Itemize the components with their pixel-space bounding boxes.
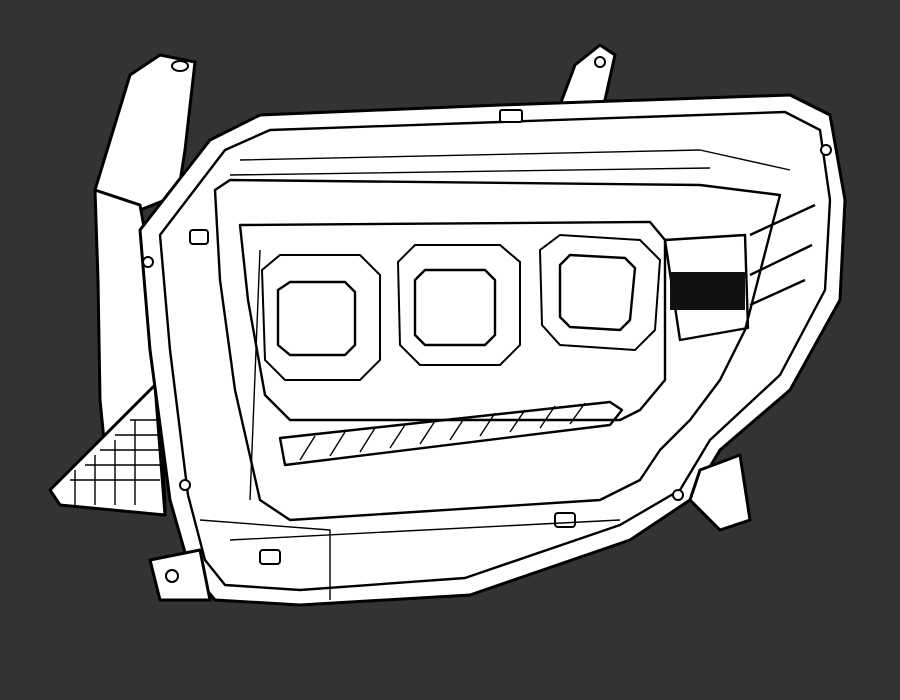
fastener-icon — [672, 489, 684, 501]
mount-hole-icon — [171, 60, 189, 72]
fastener-icon — [179, 479, 191, 491]
fastener-icon — [259, 549, 281, 565]
fastener-icon — [820, 144, 832, 156]
bottom-left-tab — [148, 548, 212, 602]
side-fins — [749, 203, 816, 307]
housing-detail-lines — [199, 149, 791, 600]
drl-segments — [299, 402, 586, 461]
right-mount — [688, 453, 752, 532]
grille-lines — [70, 419, 160, 505]
projector-right — [538, 233, 662, 352]
side-marker-stripe — [670, 272, 745, 310]
tab-hole-icon — [165, 569, 179, 583]
fastener-icon — [499, 109, 523, 123]
lens-bezel — [213, 178, 782, 522]
fastener-icon — [554, 512, 576, 528]
tab-hole-icon — [594, 56, 606, 68]
drl-strip — [278, 400, 624, 467]
fastener-icon — [189, 229, 209, 245]
projector-center — [396, 244, 521, 366]
projector-left — [260, 254, 381, 381]
fastener-icon — [142, 256, 154, 268]
